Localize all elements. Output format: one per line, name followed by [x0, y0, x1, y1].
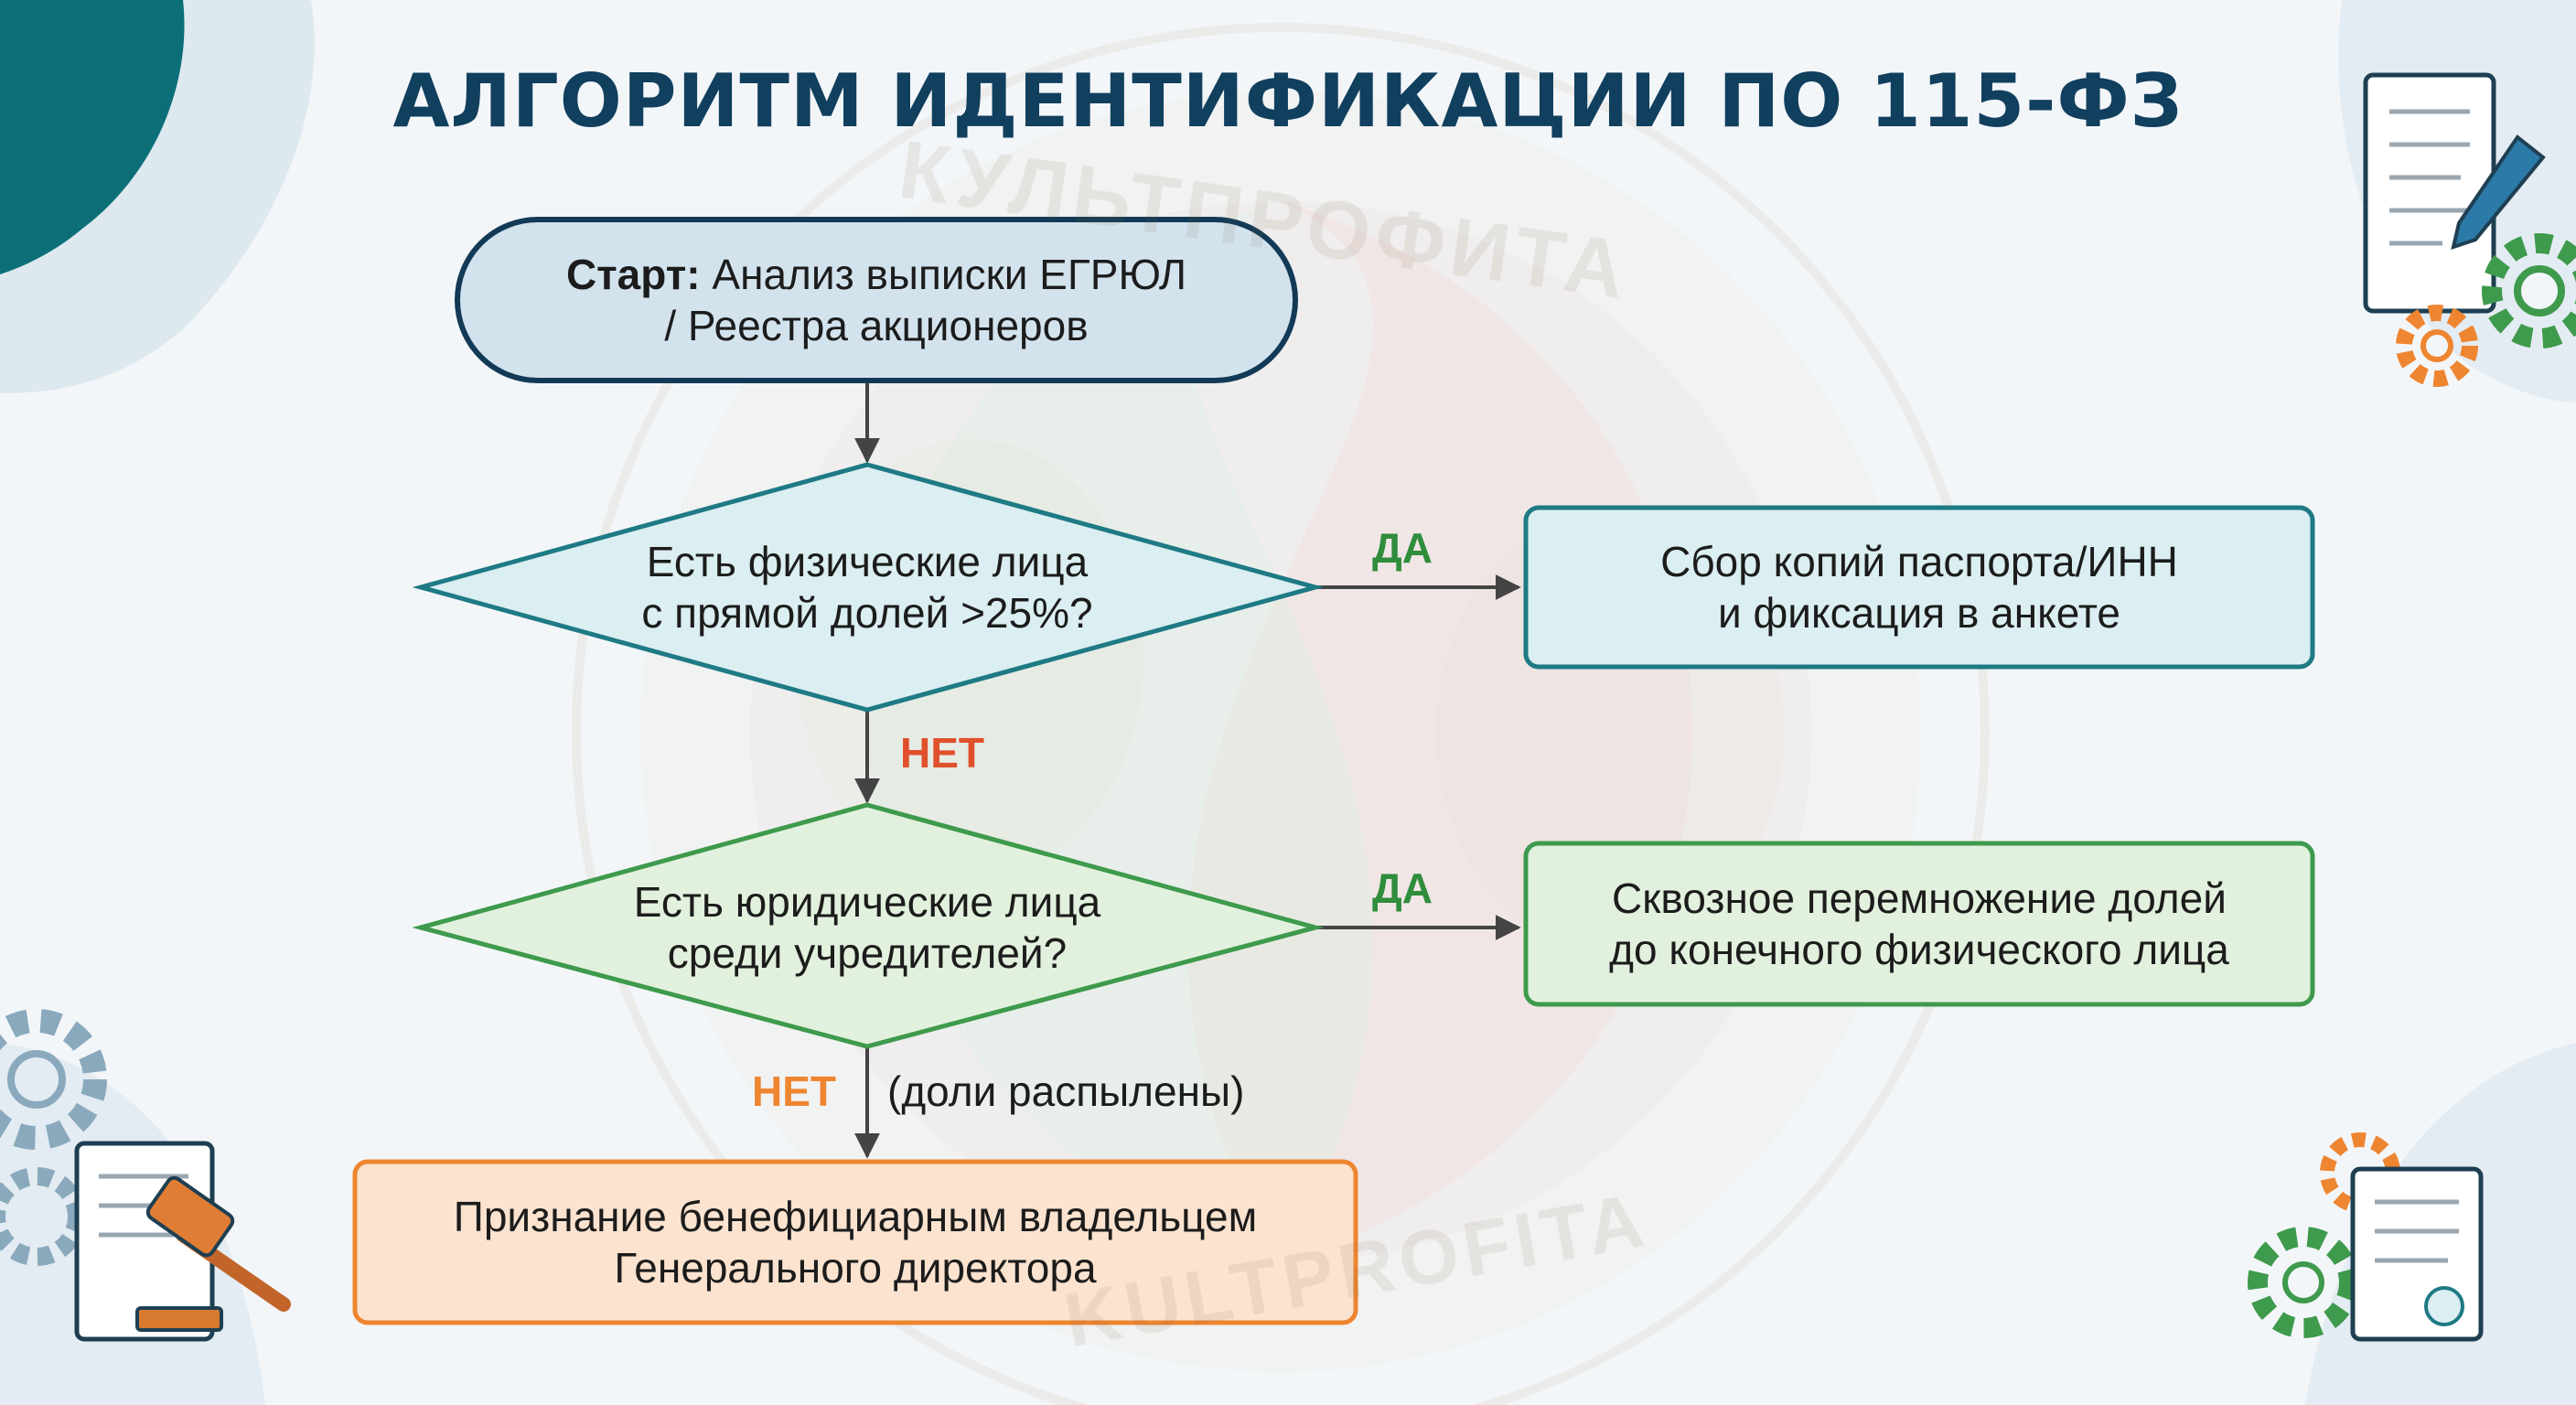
end-node — [352, 1159, 1358, 1325]
action-collect-docs-text: Сбор копий паспорта/ИНН и фиксация в анк… — [1526, 508, 2313, 667]
action-collect-docs — [1523, 505, 2315, 670]
corner-teal-blob — [0, 0, 185, 274]
gavel-icon — [74, 1141, 291, 1342]
start-node — [455, 217, 1298, 383]
certificate-icon — [2248, 1132, 2484, 1342]
decision-legal-entities-text: Есть юридические лица среди учредителей? — [512, 853, 1222, 1003]
edge-note-shares-dispersed: (доли распылены) — [887, 1067, 1245, 1115]
edge-label-d1-no: НЕТ — [900, 729, 984, 777]
decision-legal-entities-line1: Есть юридические лица — [633, 878, 1101, 926]
edge-label-d2-no: НЕТ — [752, 1067, 836, 1115]
decision-legal-entities — [412, 802, 1325, 1049]
start-node-line2: / Реестра акционеров — [664, 302, 1089, 349]
action-multiply-shares — [1523, 841, 2315, 1007]
action-collect-docs-line1: Сбор копий паспорта/ИНН — [1660, 538, 2178, 585]
decision-individuals-line1: Есть физические лица — [646, 538, 1089, 585]
edge-label-d2-yes: ДА — [1372, 864, 1433, 912]
page-title: АЛГОРИТМ ИДЕНТИФИКАЦИИ ПО 115-ФЗ — [392, 59, 2184, 144]
start-node-text: Старт: Анализ выписки ЕГРЮЛ / Реестра ак… — [457, 220, 1295, 381]
end-node-line2: Генерального директора — [614, 1244, 1097, 1292]
decision-individuals-text: Есть физические лица с прямой долей >25%… — [512, 512, 1222, 662]
end-node-line1: Признание бенефициарным владельцем — [453, 1193, 1258, 1240]
start-node-bold: Старт: — [565, 251, 701, 298]
decision-individuals-line2: с прямой долей >25%? — [641, 589, 1093, 637]
start-node-line1: Анализ выписки ЕГРЮЛ — [700, 251, 1187, 298]
decision-legal-entities-line2: среди учредителей? — [667, 929, 1068, 977]
edge-label-d1-yes: ДА — [1372, 524, 1433, 572]
decision-individuals — [412, 462, 1325, 713]
action-multiply-shares-line2: до конечного физического лица — [1609, 926, 2229, 973]
action-collect-docs-line2: и фиксация в анкете — [1717, 589, 2120, 637]
end-node-text: Признание бенефициарным владельцем Генер… — [355, 1162, 1356, 1323]
action-multiply-shares-line1: Сквозное перемножение долей — [1612, 874, 2227, 922]
connectors — [854, 382, 1521, 1159]
gear-icon — [2396, 233, 2576, 387]
action-multiply-shares-text: Сквозное перемножение долей до конечного… — [1526, 843, 2313, 1004]
